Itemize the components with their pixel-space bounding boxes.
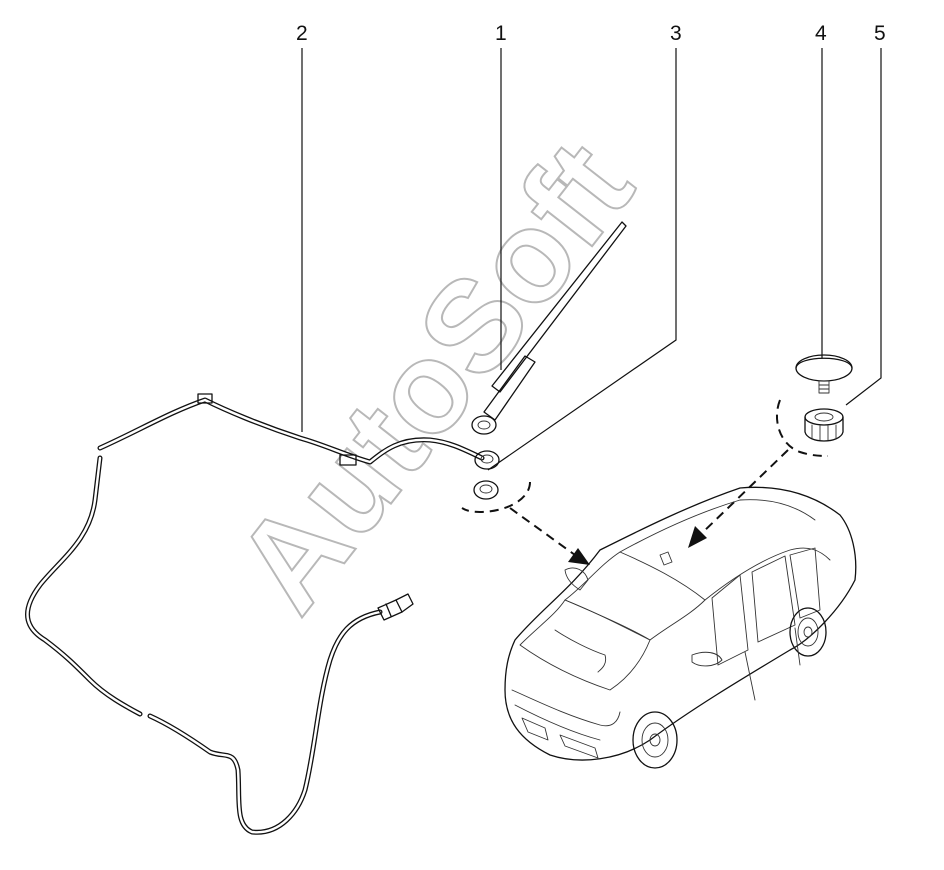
watermark-text: AutoSoft <box>207 115 660 637</box>
callout-3: 3 <box>670 22 682 45</box>
vehicle-outline <box>504 486 857 769</box>
cap-part <box>795 354 853 394</box>
callout-5: 5 <box>874 22 886 45</box>
callout-2: 2 <box>296 22 308 45</box>
mount-nut <box>461 480 531 514</box>
leader-line-3 <box>487 48 677 471</box>
antenna-mast <box>471 221 627 470</box>
leader-line-5 <box>845 48 882 406</box>
callout-1: 1 <box>495 22 507 45</box>
antenna-cable <box>25 393 485 835</box>
assembly-arrows <box>509 449 789 565</box>
callout-4: 4 <box>815 22 827 45</box>
base-part <box>775 399 844 457</box>
